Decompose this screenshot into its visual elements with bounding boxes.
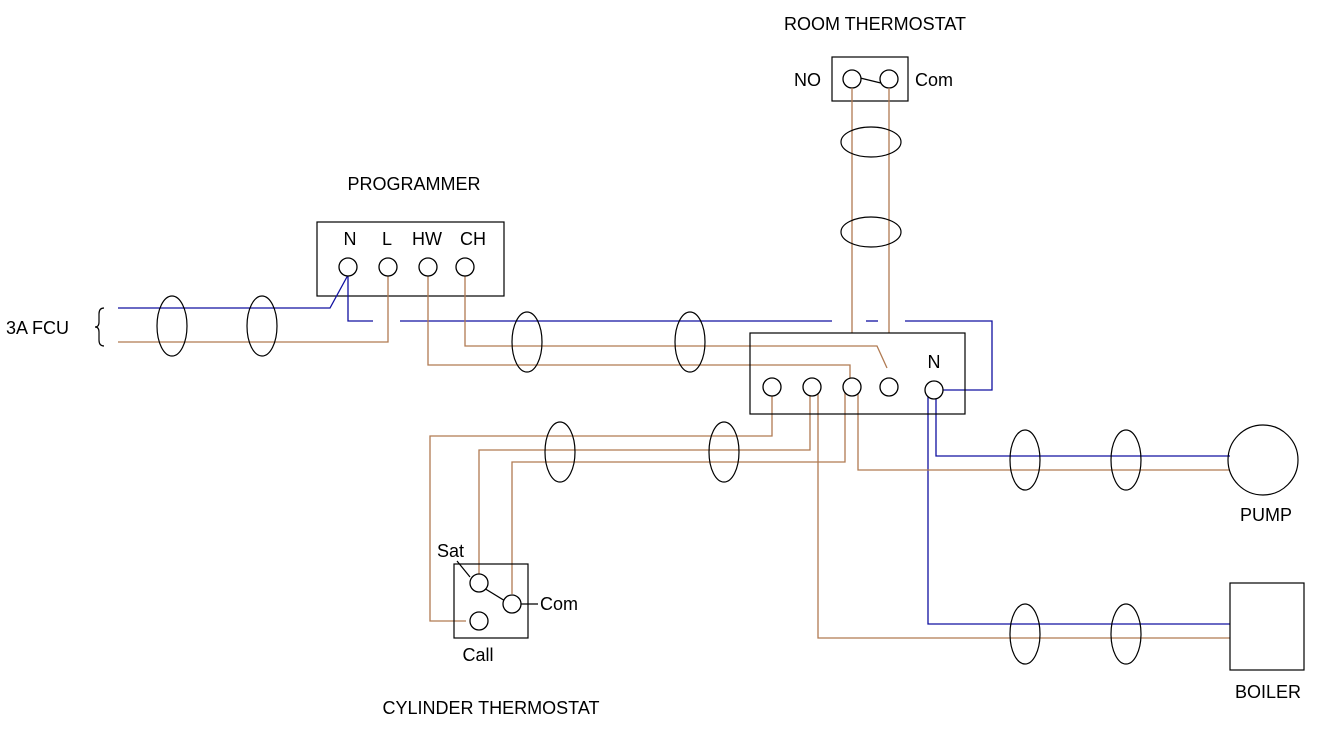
boiler: BOILER	[1229, 582, 1305, 702]
programmer-title: PROGRAMMER	[347, 174, 480, 194]
cable-sleeves	[156, 126, 1142, 665]
programmer-n-label: N	[344, 229, 357, 249]
sleeve-main-1	[511, 311, 543, 373]
cylinder-sat-label: Sat	[437, 541, 464, 561]
programmer-l-terminal	[378, 257, 398, 277]
programmer-ch-terminal	[455, 257, 475, 277]
cylinder-call-label: Call	[462, 645, 493, 665]
neutral-prog-drop	[347, 275, 373, 322]
cylinder-com-terminal	[502, 594, 522, 614]
sleeve-pump-2	[1110, 429, 1142, 491]
fcu: 3A FCU	[6, 307, 105, 347]
programmer-ch-label: CH	[460, 229, 486, 249]
junction-box: N	[749, 332, 966, 415]
junction-box-outline	[749, 332, 966, 415]
sleeve-fcu-2	[246, 295, 278, 357]
fcu-label: 3A FCU	[6, 318, 69, 338]
live-supply-wire	[118, 275, 389, 343]
boiler-box	[1229, 582, 1305, 671]
pump-symbol	[1227, 424, 1299, 496]
room-thermostat-title: ROOM THERMOSTAT	[784, 14, 966, 34]
neutral-supply-wire	[118, 274, 349, 309]
sleeve-cyl-1	[544, 421, 576, 483]
cylinder-call-terminal	[469, 611, 489, 631]
pump-live-wire	[857, 393, 1230, 471]
cyl-com-wire	[511, 461, 797, 594]
cyl-sat-wire	[478, 393, 811, 575]
cylinder-sat-leader	[456, 560, 471, 578]
sleeve-fcu-1	[156, 295, 188, 357]
programmer-hw-label: HW	[412, 229, 442, 249]
neutral-return	[905, 320, 993, 391]
ch-switched-wire	[464, 275, 888, 369]
neutral-wires	[118, 274, 1230, 625]
sleeve-boiler-1	[1009, 603, 1041, 665]
neutral-boiler-wire	[927, 392, 1230, 625]
live-wires	[118, 88, 1230, 639]
sleeve-room-1	[840, 126, 902, 158]
cylinder-thermostat: Sat Com Call CYLINDER THERMOSTAT	[382, 541, 599, 718]
programmer-hw-terminal	[418, 257, 438, 277]
sleeve-room-2	[840, 216, 902, 248]
cyl-call-wire	[429, 393, 773, 622]
junction-terminal-3	[842, 377, 862, 397]
boiler-label: BOILER	[1235, 682, 1301, 702]
programmer-n-terminal	[338, 257, 358, 277]
junction-terminal-1	[762, 377, 782, 397]
room-thermostat-box	[831, 56, 909, 102]
pump: PUMP	[1227, 424, 1299, 525]
room-thermostat: ROOM THERMOSTAT NO Com	[784, 14, 966, 102]
cylinder-thermostat-title: CYLINDER THERMOSTAT	[382, 698, 599, 718]
room-thermostat-com-label: Com	[915, 70, 953, 90]
sleeve-cyl-2	[708, 421, 740, 483]
sleeve-boiler-2	[1110, 603, 1142, 665]
boiler-live-wire	[817, 393, 1230, 639]
cylinder-sat-terminal	[469, 573, 489, 593]
junction-terminal-4	[879, 377, 899, 397]
hw-switched-wire	[427, 275, 851, 382]
neutral-pump-wire	[935, 392, 1230, 457]
room-thermostat-com-terminal	[879, 69, 899, 89]
sleeve-pump-1	[1009, 429, 1041, 491]
cyl-com-link	[797, 393, 846, 463]
fcu-brace	[94, 307, 105, 347]
pump-label: PUMP	[1240, 505, 1292, 525]
room-thermostat-no-label: NO	[794, 70, 821, 90]
junction-n-label: N	[928, 352, 941, 372]
junction-terminal-n	[924, 380, 944, 400]
cylinder-com-label: Com	[540, 594, 578, 614]
programmer-box	[316, 221, 505, 297]
room-thermostat-no-terminal	[842, 69, 862, 89]
programmer-l-label: L	[382, 229, 392, 249]
cylinder-thermostat-box	[453, 563, 529, 639]
programmer: PROGRAMMER N L HW CH	[316, 174, 505, 297]
programmer-terminals	[338, 257, 475, 277]
junction-terminal-2	[802, 377, 822, 397]
sleeve-main-2	[674, 311, 706, 373]
